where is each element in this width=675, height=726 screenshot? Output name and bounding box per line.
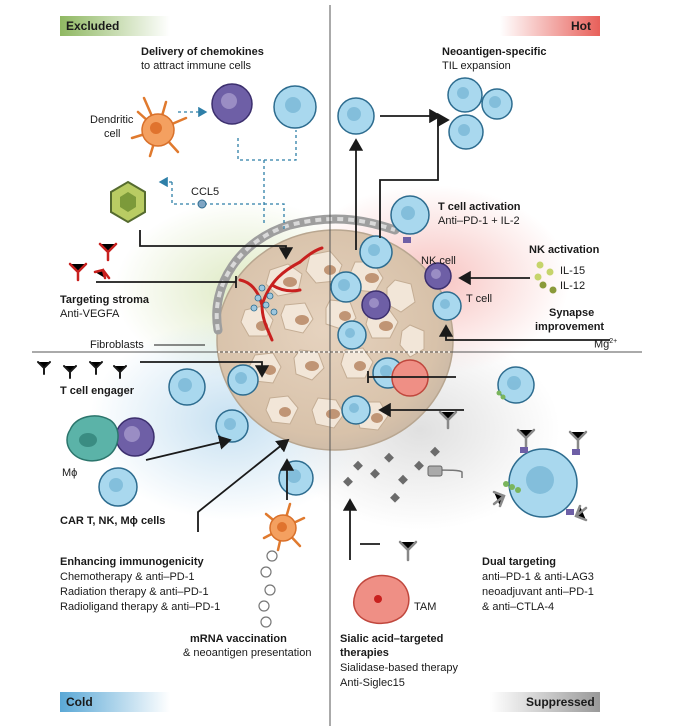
mg-label: Mg2+ [594,335,617,352]
tumor-tam-cell [391,359,429,397]
mrna-particles [258,550,278,628]
cold-banner [60,692,170,712]
til-subtitle: TIL expansion [442,60,511,72]
dendritic-cell-label-1: Dendritic [90,114,134,126]
sialic-title-2: therapies [340,647,389,659]
excluded-banner [60,16,170,36]
mrna-title: mRNA vaccination [190,633,287,645]
cold-label: Cold [66,695,93,709]
sialic-glycans [343,446,440,503]
dual-targeting-item-3: & anti–CTLA-4 [482,601,555,613]
dendritic-cell-label-2: cell [104,128,121,140]
dendritic-cell-bottom [262,502,306,552]
suppressed-label: Suppressed [526,695,595,709]
sialic-item-2: Anti-Siglec15 [340,677,405,689]
sialidase-enzyme-icon [427,465,443,477]
il-cytokine-dots [534,261,557,294]
mg-text: Mg [594,338,610,351]
mrna-subtitle: & neoantigen presentation [183,647,312,659]
tam-label: TAM [414,601,437,613]
synapse-title-2: improvement [535,321,605,333]
il15-label: IL-15 [560,265,586,277]
tam-siglec-dot [374,595,382,603]
stroma-subtitle: Anti-VEGFA [60,308,120,320]
mphi-label: Mϕ [62,467,78,479]
checkpoint-antibodies [398,410,588,562]
engager-label: T cell engager [60,385,134,397]
il12-label: IL-12 [560,280,586,292]
chemokines-title: Delivery of chemokines [141,46,264,58]
oncolytic-virus-icon [110,180,146,224]
mg-superscript: 2+ [609,338,618,345]
hot-label: Hot [571,19,591,33]
excluded-label: Excluded [66,19,120,33]
car-cells-label: CAR T, NK, Mϕ cells [60,515,166,527]
chemokine-dashed-paths [158,106,297,230]
fibroblasts-label: Fibroblasts [90,339,144,351]
macrophage-nucleus [79,433,97,447]
dual-targeting-title: Dual targeting [482,556,556,568]
checkpoint-receptors [403,237,580,515]
t-cell-engager-icons [37,361,127,379]
immunogenicity-item-2: Radiation therapy & anti–PD-1 [60,586,209,598]
chemokines-subtitle: to attract immune cells [141,60,252,72]
chemokine-dots [250,284,278,316]
activation-title: T cell activation [438,201,521,213]
lag3-receptors [496,390,521,493]
activation-subtitle: Anti–PD-1 + IL-2 [438,215,520,227]
t-cell-nuclei [109,87,554,494]
anti-vegfa-antibodies [68,242,118,282]
immunogenicity-item-1: Chemotherapy & anti–PD-1 [60,571,195,583]
blood-vessels [238,246,324,342]
tumor-mass [216,229,454,451]
immunogenicity-title: Enhancing immunogenicity [60,556,204,568]
nk-activation-title: NK activation [529,244,600,256]
dendritic-cell-top [130,96,188,158]
synapse-title-1: Synapse [549,307,595,319]
ccl5-label: CCL5 [191,186,220,198]
hot-banner [500,16,600,36]
sialic-title-1: Sialic acid–targeted [340,633,444,645]
nk-nuclei [124,93,441,442]
arrows [96,108,610,560]
fibroblast-layer-texture [214,217,396,331]
ccl5-dot [197,199,207,209]
t-cell-label: T cell [466,293,493,305]
stroma-title: Targeting stroma [60,294,150,306]
sialic-item-1: Sialidase-based therapy [340,662,459,674]
nk-cell-label: NK cell [421,255,456,267]
til-title: Neoantigen-specific [442,46,547,58]
dual-targeting-item-2: neoadjuvant anti–PD-1 [482,586,594,598]
dual-targeting-item-1: anti–PD-1 & anti-LAG3 [482,571,594,583]
immunogenicity-item-3: Radioligand therapy & anti–PD-1 [60,601,221,613]
suppressed-banner [490,692,600,712]
